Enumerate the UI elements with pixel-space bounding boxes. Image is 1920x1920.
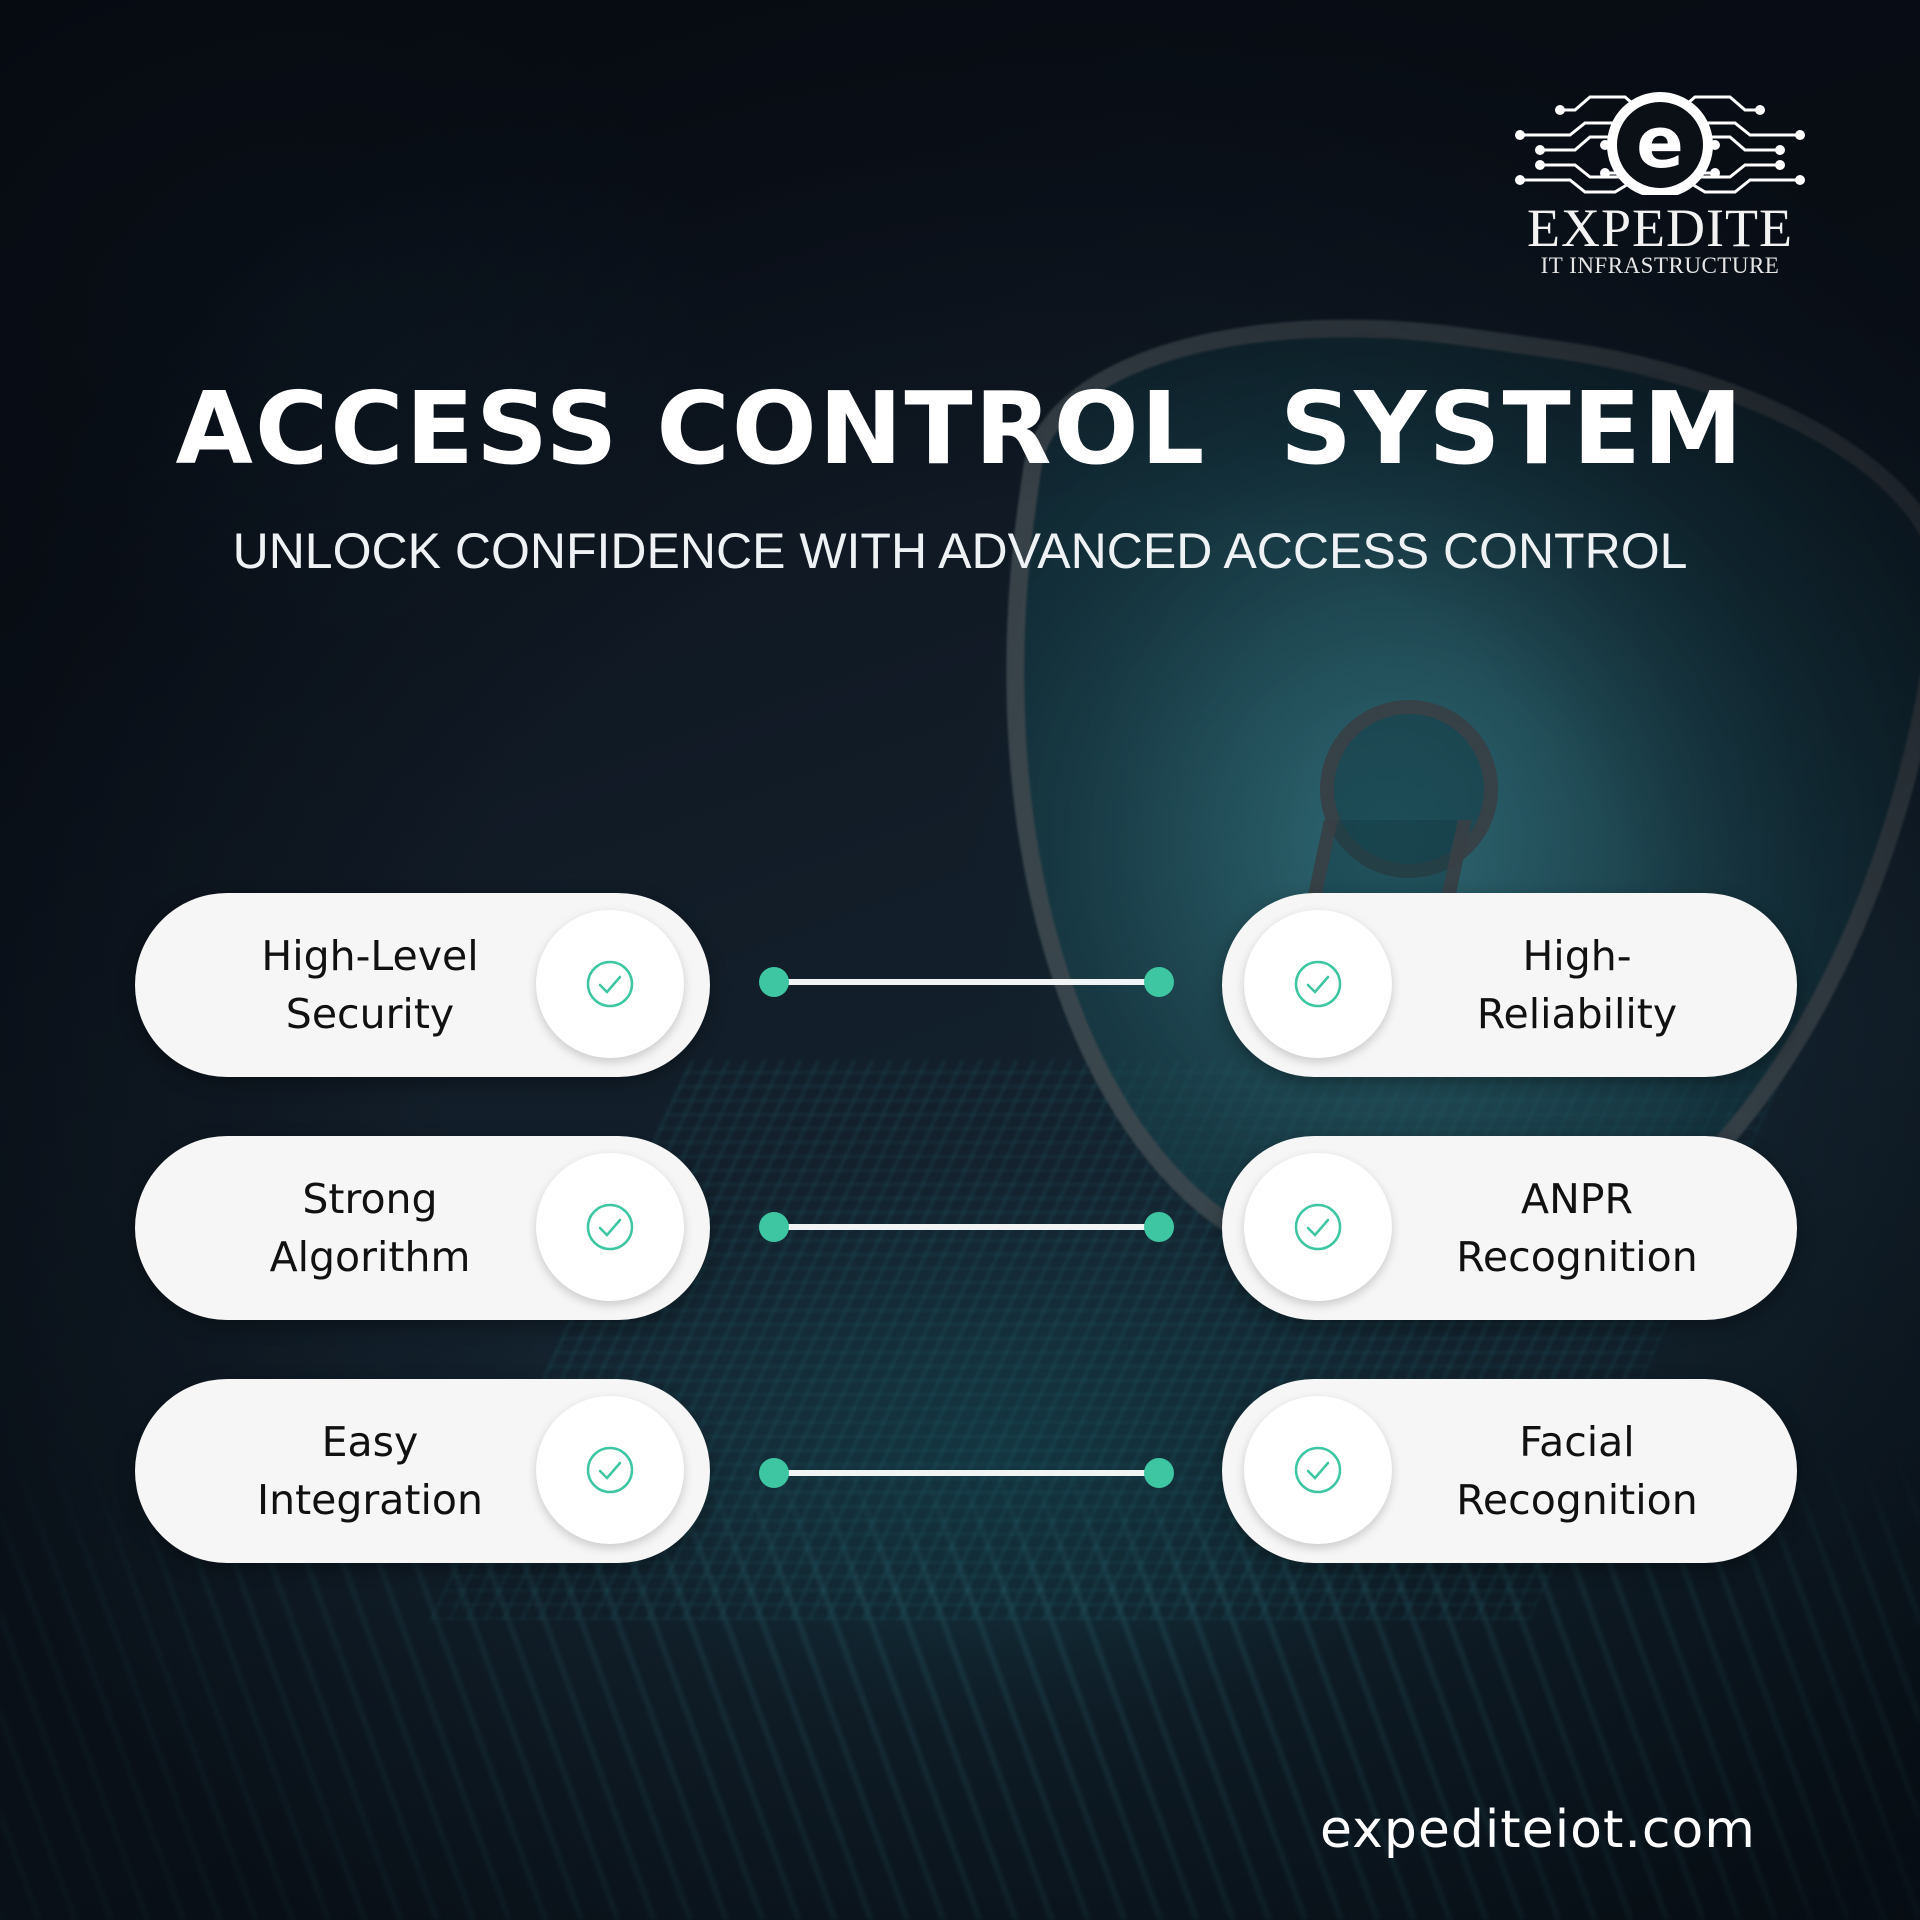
feature-label: Strong Algorithm	[195, 1136, 545, 1320]
svg-text:e: e	[1636, 102, 1683, 184]
brand-logo: e EXPEDITE IT INFRASTRUCTURE	[1490, 75, 1830, 279]
feature-pill-facial-recognition: Facial Recognition	[1222, 1379, 1797, 1563]
feature-label-line2: Reliability	[1476, 990, 1678, 1038]
page-subtitle: UNLOCK CONFIDENCE WITH ADVANCED ACCESS C…	[232, 523, 1688, 579]
check-circle-icon	[586, 1446, 634, 1494]
website-link[interactable]: expediteiot.com	[1320, 1800, 1756, 1860]
feature-label-line2: Recognition	[1456, 1233, 1698, 1281]
feature-label-line1: ANPR	[1521, 1175, 1633, 1223]
check-circle-icon	[1294, 1203, 1342, 1251]
feature-label-line1: Strong	[302, 1175, 438, 1223]
feature-label-line2: Security	[285, 990, 455, 1038]
check-circle-icon	[1294, 1446, 1342, 1494]
feature-label-line1: High-	[1522, 932, 1632, 980]
connector-line-1	[775, 979, 1160, 985]
feature-pill-anpr-recognition: ANPR Recognition	[1222, 1136, 1797, 1320]
feature-pill-high-level-security: High-Level Security	[135, 893, 710, 1077]
connector-line-2	[775, 1224, 1160, 1230]
connector-line-3	[775, 1470, 1160, 1476]
check-circle-icon	[586, 1203, 634, 1251]
circuit-e-logo-icon: e	[1515, 92, 1805, 195]
check-badge	[536, 1153, 684, 1301]
connector-dot-right-2	[1144, 1212, 1174, 1242]
connector-dot-right-3	[1144, 1458, 1174, 1488]
check-badge	[1244, 1396, 1392, 1544]
feature-label-line1: High-Level	[261, 932, 479, 980]
check-badge	[536, 1396, 684, 1544]
feature-label: Facial Recognition	[1412, 1379, 1742, 1563]
feature-label-line2: Integration	[257, 1476, 483, 1524]
feature-label: ANPR Recognition	[1412, 1136, 1742, 1320]
feature-label: Easy Integration	[195, 1379, 545, 1563]
feature-label-line1: Easy	[321, 1418, 419, 1466]
feature-pill-high-reliability: High- Reliability	[1222, 893, 1797, 1077]
connector-dot-left-3	[759, 1458, 789, 1488]
brand-tagline: IT INFRASTRUCTURE	[1540, 253, 1780, 278]
brand-name: EXPEDITE	[1527, 198, 1793, 258]
check-badge	[1244, 1153, 1392, 1301]
feature-label-line2: Algorithm	[269, 1233, 471, 1281]
feature-label-line1: Facial	[1519, 1418, 1635, 1466]
connector-dot-left-2	[759, 1212, 789, 1242]
check-badge	[1244, 910, 1392, 1058]
feature-label: High- Reliability	[1412, 893, 1742, 1077]
connector-dot-left-1	[759, 967, 789, 997]
check-badge	[536, 910, 684, 1058]
feature-pill-easy-integration: Easy Integration	[135, 1379, 710, 1563]
feature-label-line2: Recognition	[1456, 1476, 1698, 1524]
feature-label: High-Level Security	[195, 893, 545, 1077]
page-title: ACCESS CONTROL SYSTEM	[175, 370, 1745, 487]
connector-dot-right-1	[1144, 967, 1174, 997]
check-circle-icon	[1294, 960, 1342, 1008]
check-circle-icon	[586, 960, 634, 1008]
feature-pill-strong-algorithm: Strong Algorithm	[135, 1136, 710, 1320]
